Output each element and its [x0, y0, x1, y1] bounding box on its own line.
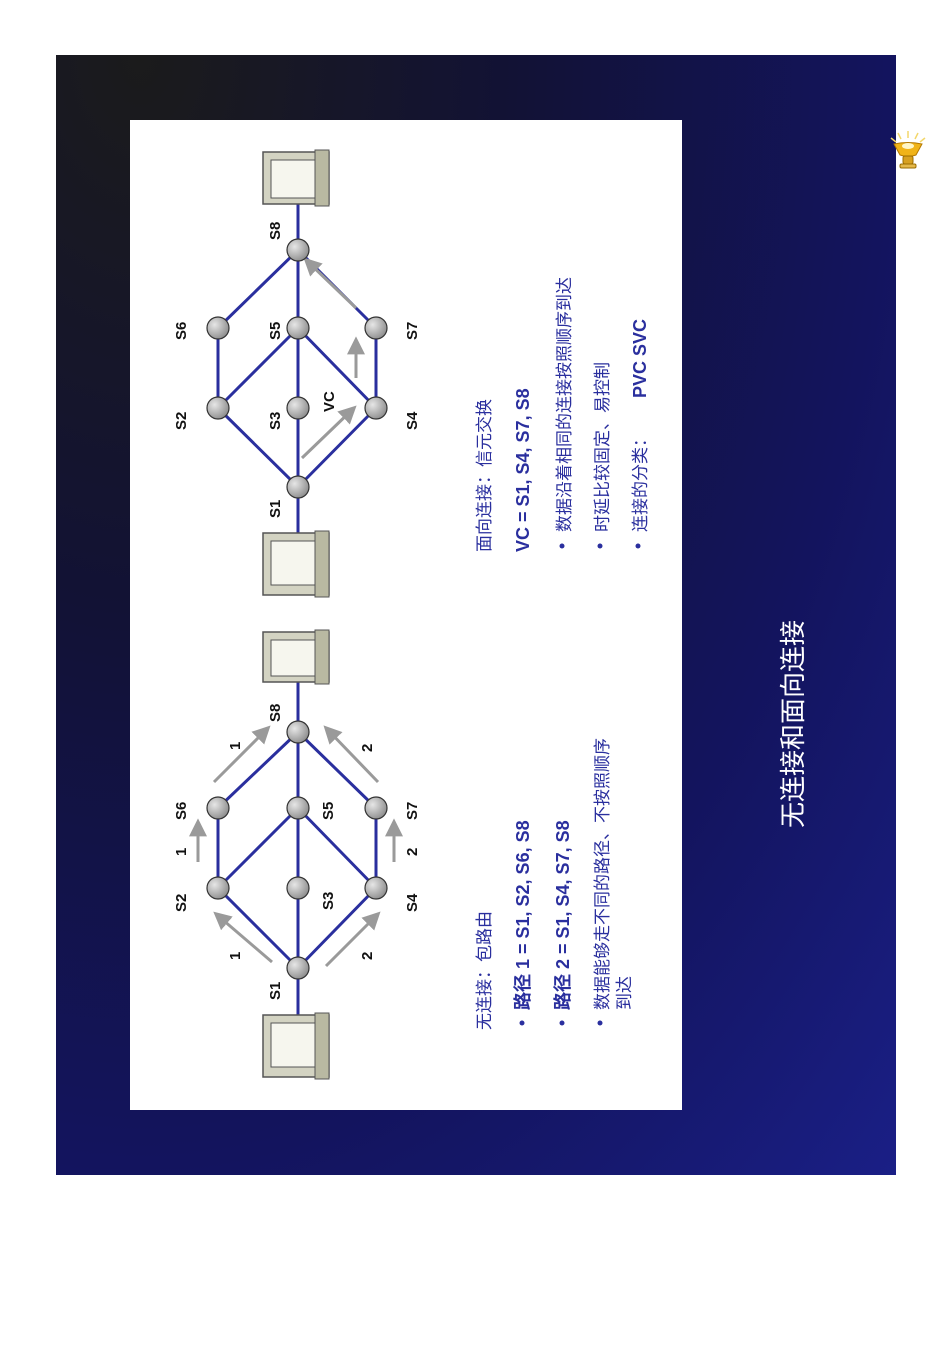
node-s1 [286, 956, 310, 980]
node-s5 [286, 796, 310, 820]
lamp-icon [890, 131, 926, 169]
node-s3 [286, 876, 310, 900]
vc-bullet-order: 数据沿着相同的连接按照顺序到达 [555, 277, 574, 532]
bullet-dot [635, 543, 641, 549]
virtual-circuit-text: 面向连接：信元交换 VC = S1, S4, S7, S8 数据沿着相同的连接按… [475, 277, 650, 552]
vc-label: VC [321, 391, 338, 412]
slide-title: 无连接和面向连接 [778, 620, 808, 828]
label-s5: S5 [267, 322, 284, 340]
node-s8 [286, 238, 310, 262]
link-s1-s2 [216, 886, 300, 970]
node-s6 [206, 796, 230, 820]
arrow-path2-s7-s8 [323, 725, 380, 784]
node-s7 [364, 796, 388, 820]
arrow-label-1c: 1 [227, 742, 244, 750]
bullet-dot [559, 1020, 565, 1026]
label-s5: S5 [320, 802, 337, 820]
label-s8: S8 [267, 222, 284, 240]
diagram-panel: S1 S2 S3 S4 S5 S6 S7 S8 1 1 1 2 2 2 [130, 120, 682, 1110]
arrow-path1-s1-s2 [213, 911, 273, 964]
label-s1: S1 [267, 982, 284, 1000]
computer-icon [262, 530, 330, 598]
node-s8 [286, 720, 310, 744]
bullet-dot [519, 1020, 525, 1026]
node-s4 [364, 396, 388, 420]
node-s4 [364, 876, 388, 900]
link-s6-s8 [216, 248, 300, 330]
computer-icon [262, 629, 330, 685]
node-s2 [206, 396, 230, 420]
label-s3: S3 [320, 892, 337, 910]
arrow-label-1b: 1 [173, 848, 190, 856]
link-s1-s4 [296, 406, 378, 489]
link-s1-s4 [296, 886, 378, 970]
computer-icon [262, 1012, 330, 1080]
computer-icon [262, 149, 330, 207]
label-s8: S8 [267, 704, 284, 722]
label-s4: S4 [404, 411, 421, 430]
arrow-vc-s1-s4 [300, 405, 357, 460]
bullet-dot [597, 543, 603, 549]
vc-types: PVC SVC [630, 319, 650, 398]
label-s6: S6 [173, 322, 190, 340]
vc-route: VC = S1, S4, S7, S8 [513, 388, 533, 552]
slide-title-area: 无连接和面向连接 [778, 620, 808, 828]
arrow-label-2b: 2 [404, 848, 421, 856]
node-s7 [364, 316, 388, 340]
label-s3: S3 [267, 412, 284, 430]
datagram-note-line2: 到达 [615, 976, 634, 1010]
datagram-note-line1: 数据能够走不同的路径、不按照顺序 [593, 738, 612, 1010]
label-s6: S6 [173, 802, 190, 820]
node-s3 [286, 396, 310, 420]
label-s4: S4 [404, 893, 421, 912]
label-s7: S7 [404, 322, 421, 340]
link-s6-s8 [216, 730, 300, 810]
virtual-circuit-network: S1 S2 S3 S4 S5 S6 S7 S8 VC [173, 149, 421, 598]
arrow-label-2c: 2 [359, 744, 376, 752]
node-s1 [286, 475, 310, 499]
label-s2: S2 [173, 894, 190, 912]
arrow-label-2a: 2 [359, 952, 376, 960]
arrow-path1-s6-s8 [212, 725, 271, 784]
bullet-dot [559, 543, 565, 549]
link-s1-s2 [216, 406, 300, 489]
datagram-path2: 路径 2 = S1, S4, S7, S8 [552, 820, 573, 1010]
link-s2-s5 [216, 806, 300, 890]
node-s5 [286, 316, 310, 340]
network-diagram: S1 S2 S3 S4 S5 S6 S7 S8 1 1 1 2 2 2 [173, 149, 650, 1080]
label-s7: S7 [404, 802, 421, 820]
datagram-text: 无连接：包路由 路径 1 = S1, S2, S6, S8 路径 2 = S1,… [475, 738, 634, 1030]
node-s2 [206, 876, 230, 900]
link-s4-s5 [296, 326, 378, 410]
vc-heading: 面向连接：信元交换 [475, 399, 494, 552]
label-s1: S1 [267, 500, 284, 518]
link-s7-s8 [296, 730, 378, 810]
datagram-path1: 路径 1 = S1, S2, S6, S8 [512, 820, 533, 1010]
vc-bullet-types: 连接的分类： [631, 430, 650, 532]
link-s4-s5 [296, 806, 378, 890]
arrow-path2-s1-s4 [324, 911, 381, 968]
arrow-vc-s7-s8 [303, 257, 358, 310]
datagram-heading: 无连接：包路由 [475, 911, 494, 1030]
node-s6 [206, 316, 230, 340]
link-s2-s5 [216, 326, 300, 410]
datagram-network: S1 S2 S3 S4 S5 S6 S7 S8 1 1 1 2 2 2 [173, 629, 421, 1080]
arrow-label-1a: 1 [227, 952, 244, 960]
bullet-dot [597, 1020, 603, 1026]
vc-bullet-delay: 时延比较固定、易控制 [593, 362, 612, 532]
label-s2: S2 [173, 412, 190, 430]
